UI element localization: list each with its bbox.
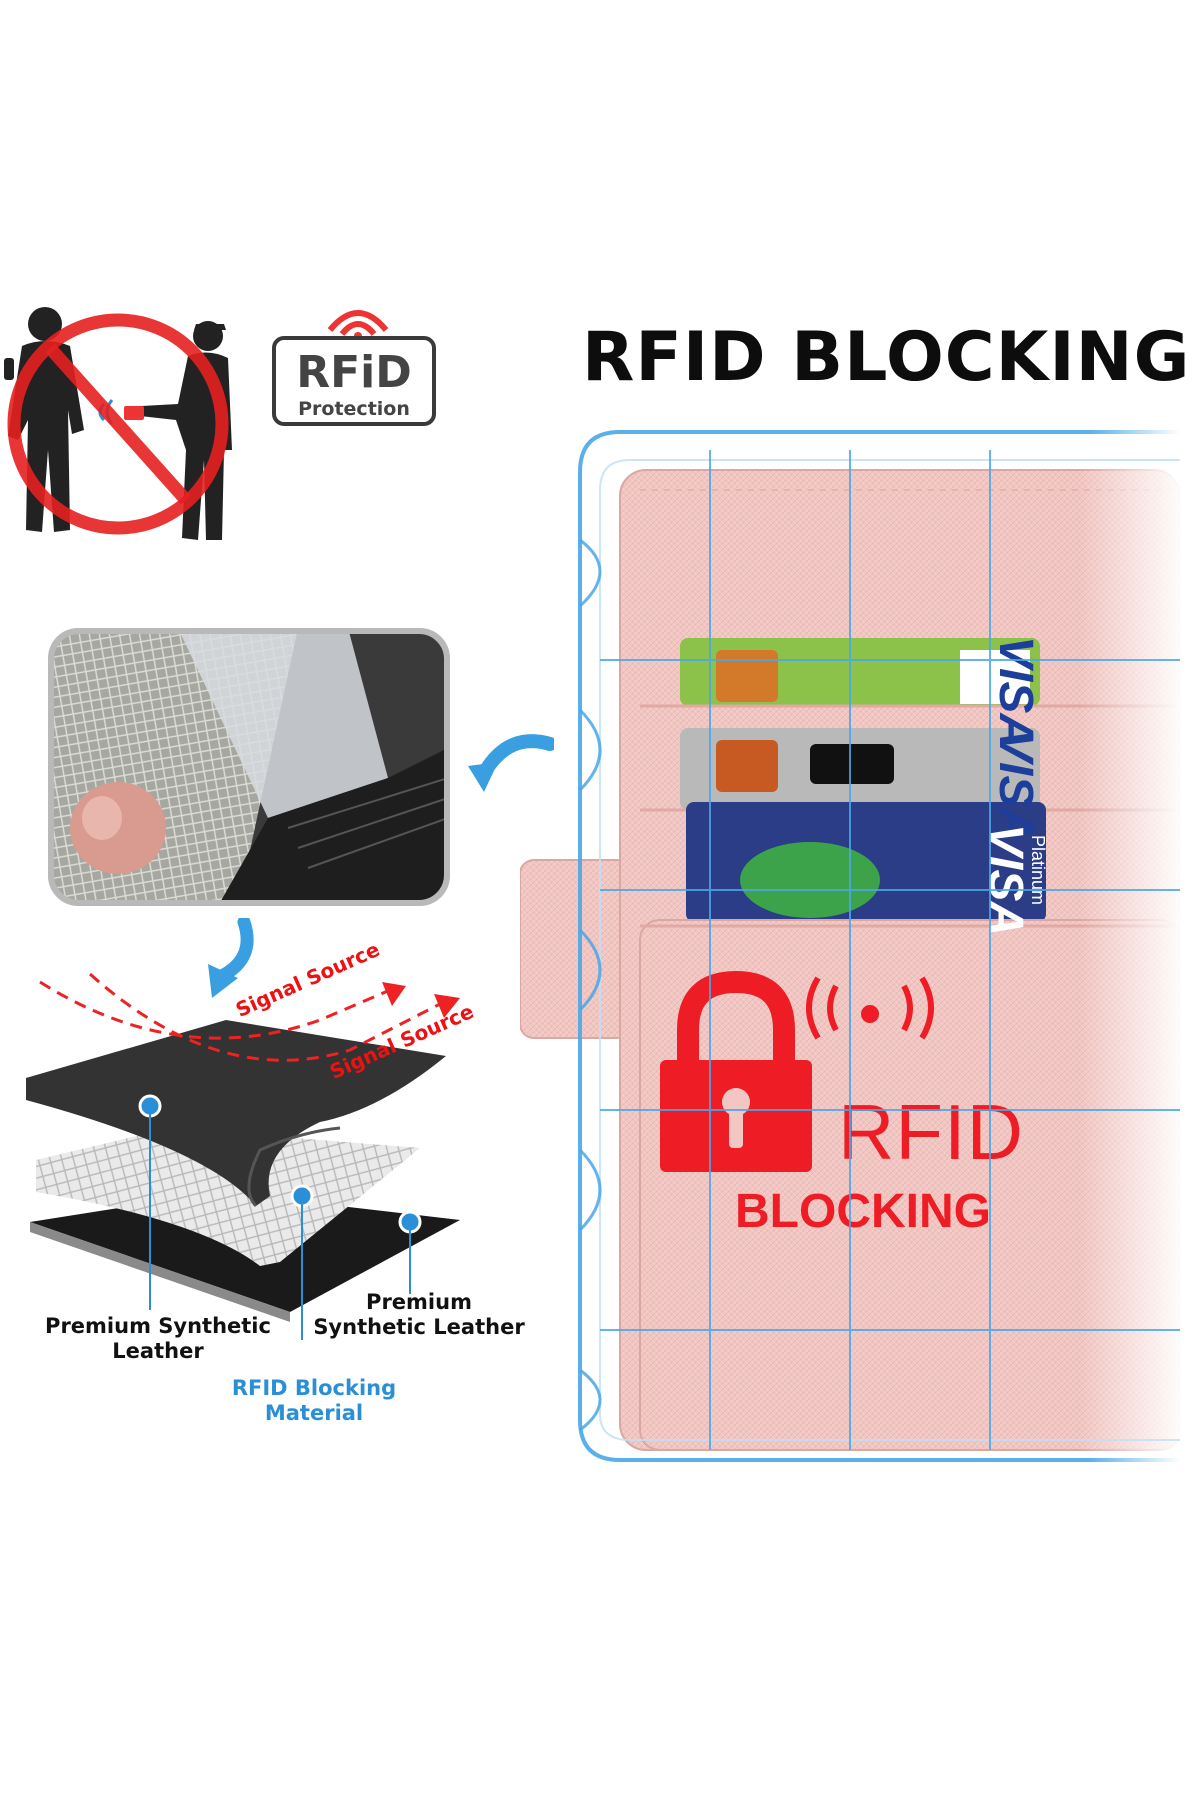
lock-badge-blocking: BLOCKING (735, 1185, 991, 1238)
padlock-icon (660, 970, 812, 1172)
lining-closeup-photo (48, 628, 450, 906)
signal-waves-icon (806, 976, 934, 1040)
theft-prohibited-icon (4, 307, 232, 540)
rfid-protection-badge: RFiD Protection (272, 336, 436, 426)
badge-sub-text: Protection (298, 398, 410, 420)
curved-arrow-down-icon (208, 918, 254, 998)
rfid-shield-overlay (578, 430, 1180, 1462)
curved-arrow-left-icon (468, 734, 554, 792)
middle-layer-label: RFID Blocking Material (231, 1376, 397, 1425)
visa-text: VISA (979, 824, 1032, 936)
platinum-text: Platinum (1028, 835, 1048, 905)
pink-wallet-image: VISA VISA VISA Platinum (520, 440, 1180, 1460)
right-layer-label: Premium Synthetic Leather (313, 1290, 525, 1339)
badge-main-text: RFiD (296, 347, 412, 398)
lock-badge-rfid: RFID (838, 1088, 1024, 1176)
rfid-signal-icon (327, 310, 389, 340)
visa-text: VISA (989, 730, 1042, 842)
layer-diagram (26, 972, 460, 1340)
left-layer-label: Premium Synthetic Leather (45, 1314, 271, 1363)
page-headline: RFID BLOCKING (582, 318, 1191, 397)
visa-text: VISA (989, 636, 1042, 748)
